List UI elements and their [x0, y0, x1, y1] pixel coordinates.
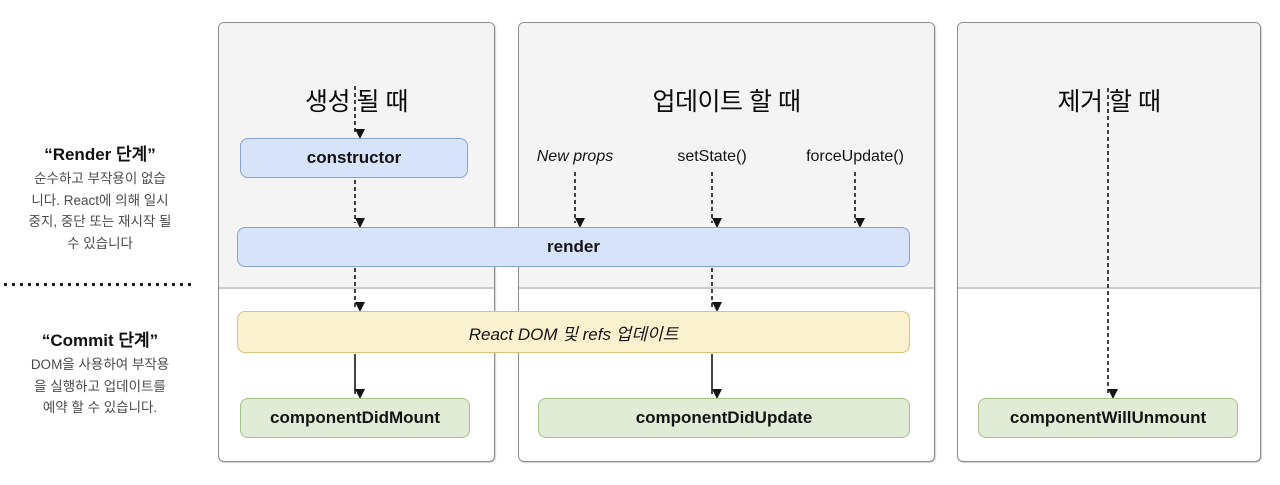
trigger-new-props: New props	[536, 148, 614, 165]
panel-unmounting: 제거 할 때	[957, 22, 1261, 462]
panel-updating-title: 업데이트 할 때	[652, 87, 801, 116]
render-box: render	[237, 227, 910, 267]
commit-phase-description: DOM을 사용하여 부작용 을 실행하고 업데이트를 예약 할 수 있습니다.	[30, 357, 170, 416]
render-phase-title: “Render 단계”	[44, 145, 156, 164]
component-did-mount-box: componentDidMount	[240, 398, 470, 438]
render-phase-description: 순수하고 부작용이 없습 니다. React에 의해 일시 중지, 중단 또는 …	[28, 171, 172, 251]
phase-divider-dotted-line	[4, 283, 196, 286]
component-did-update-box: componentDidUpdate	[538, 398, 910, 438]
panel-unmounting-render-phase-area	[958, 23, 1260, 289]
react-dom-update-box: React DOM 및 refs 업데이트	[237, 311, 910, 353]
constructor-box: constructor	[240, 138, 468, 178]
trigger-setstate: setState()	[677, 148, 747, 165]
component-will-unmount-box: componentWillUnmount	[978, 398, 1238, 438]
commit-phase-title: “Commit 단계”	[41, 331, 159, 350]
panel-mounting-title: 생성 될 때	[305, 87, 408, 116]
panel-unmounting-title: 제거 할 때	[1057, 87, 1161, 116]
trigger-forceupdate: forceUpdate()	[806, 148, 904, 165]
